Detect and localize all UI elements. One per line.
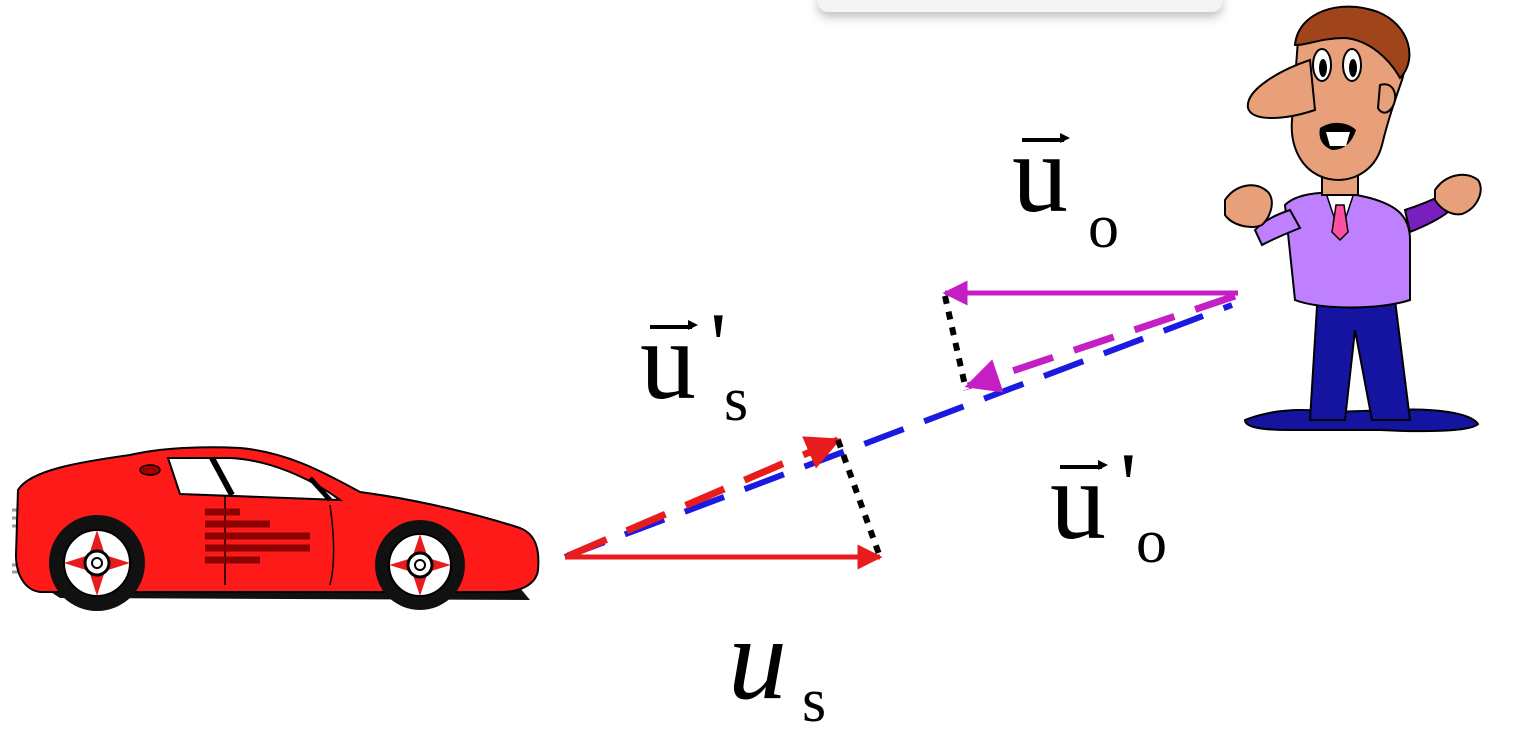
- observer-projection-dotted: [942, 295, 969, 391]
- red-sports-car-icon: [12, 446, 540, 611]
- vector-arrow-tip-icon: [688, 320, 698, 330]
- symbol: u: [728, 593, 787, 724]
- observer-velocity-component-arrow: [964, 292, 1237, 393]
- subscript: o: [1088, 193, 1119, 261]
- prime: ': [1120, 434, 1137, 536]
- source-velocity-component-arrow: [566, 436, 842, 560]
- label-observer-velocity: u o: [1012, 118, 1119, 258]
- symbol: u: [1050, 439, 1106, 563]
- subscript: o: [1136, 508, 1167, 576]
- subscript: s: [802, 667, 827, 735]
- vector-arrow-tip-icon: [1060, 133, 1070, 143]
- label-source-velocity: u s: [728, 600, 826, 733]
- subscript: s: [724, 366, 749, 434]
- symbol: u: [1012, 112, 1068, 236]
- label-observer-velocity-component: u ' o: [1050, 439, 1167, 573]
- source-projection-dotted: [835, 438, 883, 559]
- top-panel: [818, 0, 1222, 12]
- symbol: u: [640, 299, 696, 423]
- prime: ': [710, 294, 727, 396]
- vector-arrow-tip-icon: [1098, 460, 1108, 470]
- vector-arrow-icon: [1060, 465, 1102, 469]
- surprised-man-icon: [1224, 5, 1482, 433]
- vector-arrow-icon: [650, 325, 692, 329]
- line-of-sight: [563, 302, 1234, 560]
- label-source-velocity-component: u ' s: [640, 299, 748, 431]
- vector-arrow-icon: [1022, 138, 1064, 142]
